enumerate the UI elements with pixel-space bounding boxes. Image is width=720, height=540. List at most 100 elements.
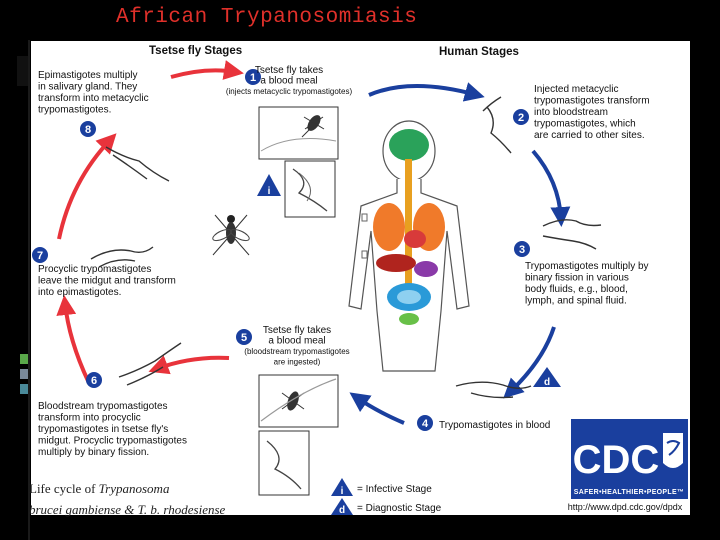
lymph-node-right	[361, 250, 368, 259]
step-number-8: 8	[85, 124, 91, 136]
slide-accent-block	[17, 56, 28, 86]
spinal-cord-organ	[405, 159, 412, 289]
fly-biting-icon	[301, 115, 325, 138]
skin-illustration	[260, 138, 337, 152]
intestines-inner	[397, 290, 421, 304]
human-body-figure	[348, 120, 470, 372]
step-badge-6: 6	[86, 372, 102, 388]
slide-accent-green	[20, 354, 28, 364]
step-badge-2: 2	[513, 109, 529, 125]
legend-infective-label: = Infective Stage	[357, 484, 432, 495]
step-number-6: 6	[91, 375, 97, 387]
step-8-line-2: in salivary gland. They	[38, 82, 137, 93]
liver-organ	[376, 254, 416, 272]
step-7-line-1: Procyclic trypomastigotes	[38, 264, 151, 275]
legend-infective: i = Infective Stage	[331, 478, 432, 497]
arrow-7-to-8	[57, 133, 117, 240]
metacyclic-parasite-shape-2	[298, 172, 312, 202]
arrow-4-to-5	[349, 392, 405, 425]
step-5-line-3: (bloodstream trypomastigotes	[244, 347, 349, 356]
left-rule	[28, 40, 30, 540]
caption-line2: brucei gambiense & T. b. rhodesiense	[29, 502, 226, 517]
cdc-logo-text: CDC	[573, 438, 660, 482]
legend-diagnostic-letter: d	[339, 505, 345, 515]
figure-caption: Life cycle of Trypanosoma brucei gambien…	[29, 478, 329, 520]
stomach-organ	[414, 261, 438, 277]
step-text-4: Trypomastigotes in blood	[439, 420, 550, 431]
step-8-line-4: trypomastigotes.	[38, 105, 111, 116]
step-7-line-3: into epimastigotes.	[38, 287, 121, 298]
step-6-line-5: multiply by binary fission.	[38, 447, 149, 458]
step-5-line-1: Tsetse fly takes	[263, 325, 331, 336]
bladder-organ	[399, 313, 419, 325]
arrow-3-to-4	[503, 326, 556, 399]
parasite-illustrations	[90, 96, 602, 399]
legend-diagnostic: d = Diagnostic Stage	[331, 498, 442, 515]
arrow-2-to-3	[531, 149, 571, 227]
step-1-line-2: a blood meal	[260, 76, 317, 87]
arm-illustration	[260, 378, 337, 422]
arrow-8-to-1	[170, 60, 244, 80]
step-1-line-1: Tsetse fly takes	[255, 65, 323, 76]
lung-left	[373, 203, 405, 251]
caption-italic: Trypanosoma	[98, 481, 170, 496]
step-number-5: 5	[241, 332, 247, 344]
step-3-line-1: Trypomastigotes multiply by	[525, 261, 649, 272]
step-3-line-3: body fluids, e.g., blood,	[525, 284, 628, 295]
step-badge-8: 8	[80, 121, 96, 137]
step-6-line-1: Bloodstream trypomastigotes	[38, 401, 168, 412]
svg-text:i: i	[268, 186, 271, 197]
step-2-line-1: Injected metacyclic	[534, 84, 618, 95]
svg-text:d: d	[544, 377, 550, 388]
arrow-5-to-6	[148, 355, 230, 375]
step-badge-4: 4	[417, 415, 433, 431]
step-3-line-2: binary fission in various	[525, 273, 629, 284]
legend-infective-letter: i	[341, 486, 344, 497]
step-2-line-3: into bloodstream	[534, 107, 608, 118]
step-number-1: 1	[250, 72, 256, 84]
legend-diagnostic-label: = Diagnostic Stage	[357, 503, 442, 514]
cdc-logo: CDC SAFER•HEALTHIER•PEOPLE™ http://www.d…	[568, 419, 688, 512]
cdc-url: http://www.dpd.cdc.gov/dpdx	[568, 502, 683, 512]
step-number-3: 3	[519, 244, 525, 256]
diagnostic-stage-marker: d	[533, 367, 561, 388]
step-number-7: 7	[37, 250, 43, 262]
infective-stage-marker: i	[257, 174, 281, 197]
slide-accent-teal	[20, 384, 28, 394]
inset-fly-biting-skin	[258, 106, 339, 160]
step-number-2: 2	[518, 112, 524, 124]
step-6-line-4: midgut. Procyclic trypomastigotes	[38, 436, 187, 447]
step-3-line-4: lymph, and spinal fluid.	[525, 296, 627, 307]
ingested-parasite-shape	[266, 440, 302, 490]
step-4-line-1: Trypomastigotes in blood	[439, 420, 550, 431]
step-number-4: 4	[422, 418, 429, 430]
step-badge-1: 1	[245, 69, 261, 85]
step-5-line-2: a blood meal	[268, 336, 325, 347]
step-5-line-4: are ingested)	[274, 358, 321, 367]
step-8-line-3: transform into metacyclic	[38, 93, 149, 104]
brain-organ	[389, 129, 429, 161]
step-7-line-2: leave the midgut and transform	[38, 276, 176, 287]
caption-prefix: Life cycle of	[29, 481, 99, 496]
slide-accent-grey	[20, 369, 28, 379]
step-badge-7: 7	[32, 247, 48, 263]
metacyclic-parasite-shape	[292, 168, 328, 212]
header-human-stages: Human Stages	[439, 46, 519, 58]
step-badge-3: 3	[514, 241, 530, 257]
step-6-line-2: transform into procyclic	[38, 413, 141, 424]
arrow-6-to-7	[56, 295, 91, 384]
lymph-node-left	[361, 213, 368, 222]
step-badge-5: 5	[236, 329, 252, 345]
arrow-1-to-2	[368, 82, 485, 102]
heart-organ	[404, 230, 426, 248]
cdc-tagline: SAFER•HEALTHIER•PEOPLE™	[574, 489, 684, 496]
step-6-line-3: trypomastigotes in tsetse fly's	[38, 424, 168, 435]
step-8-line-1: Epimastigotes multiply	[38, 70, 137, 81]
